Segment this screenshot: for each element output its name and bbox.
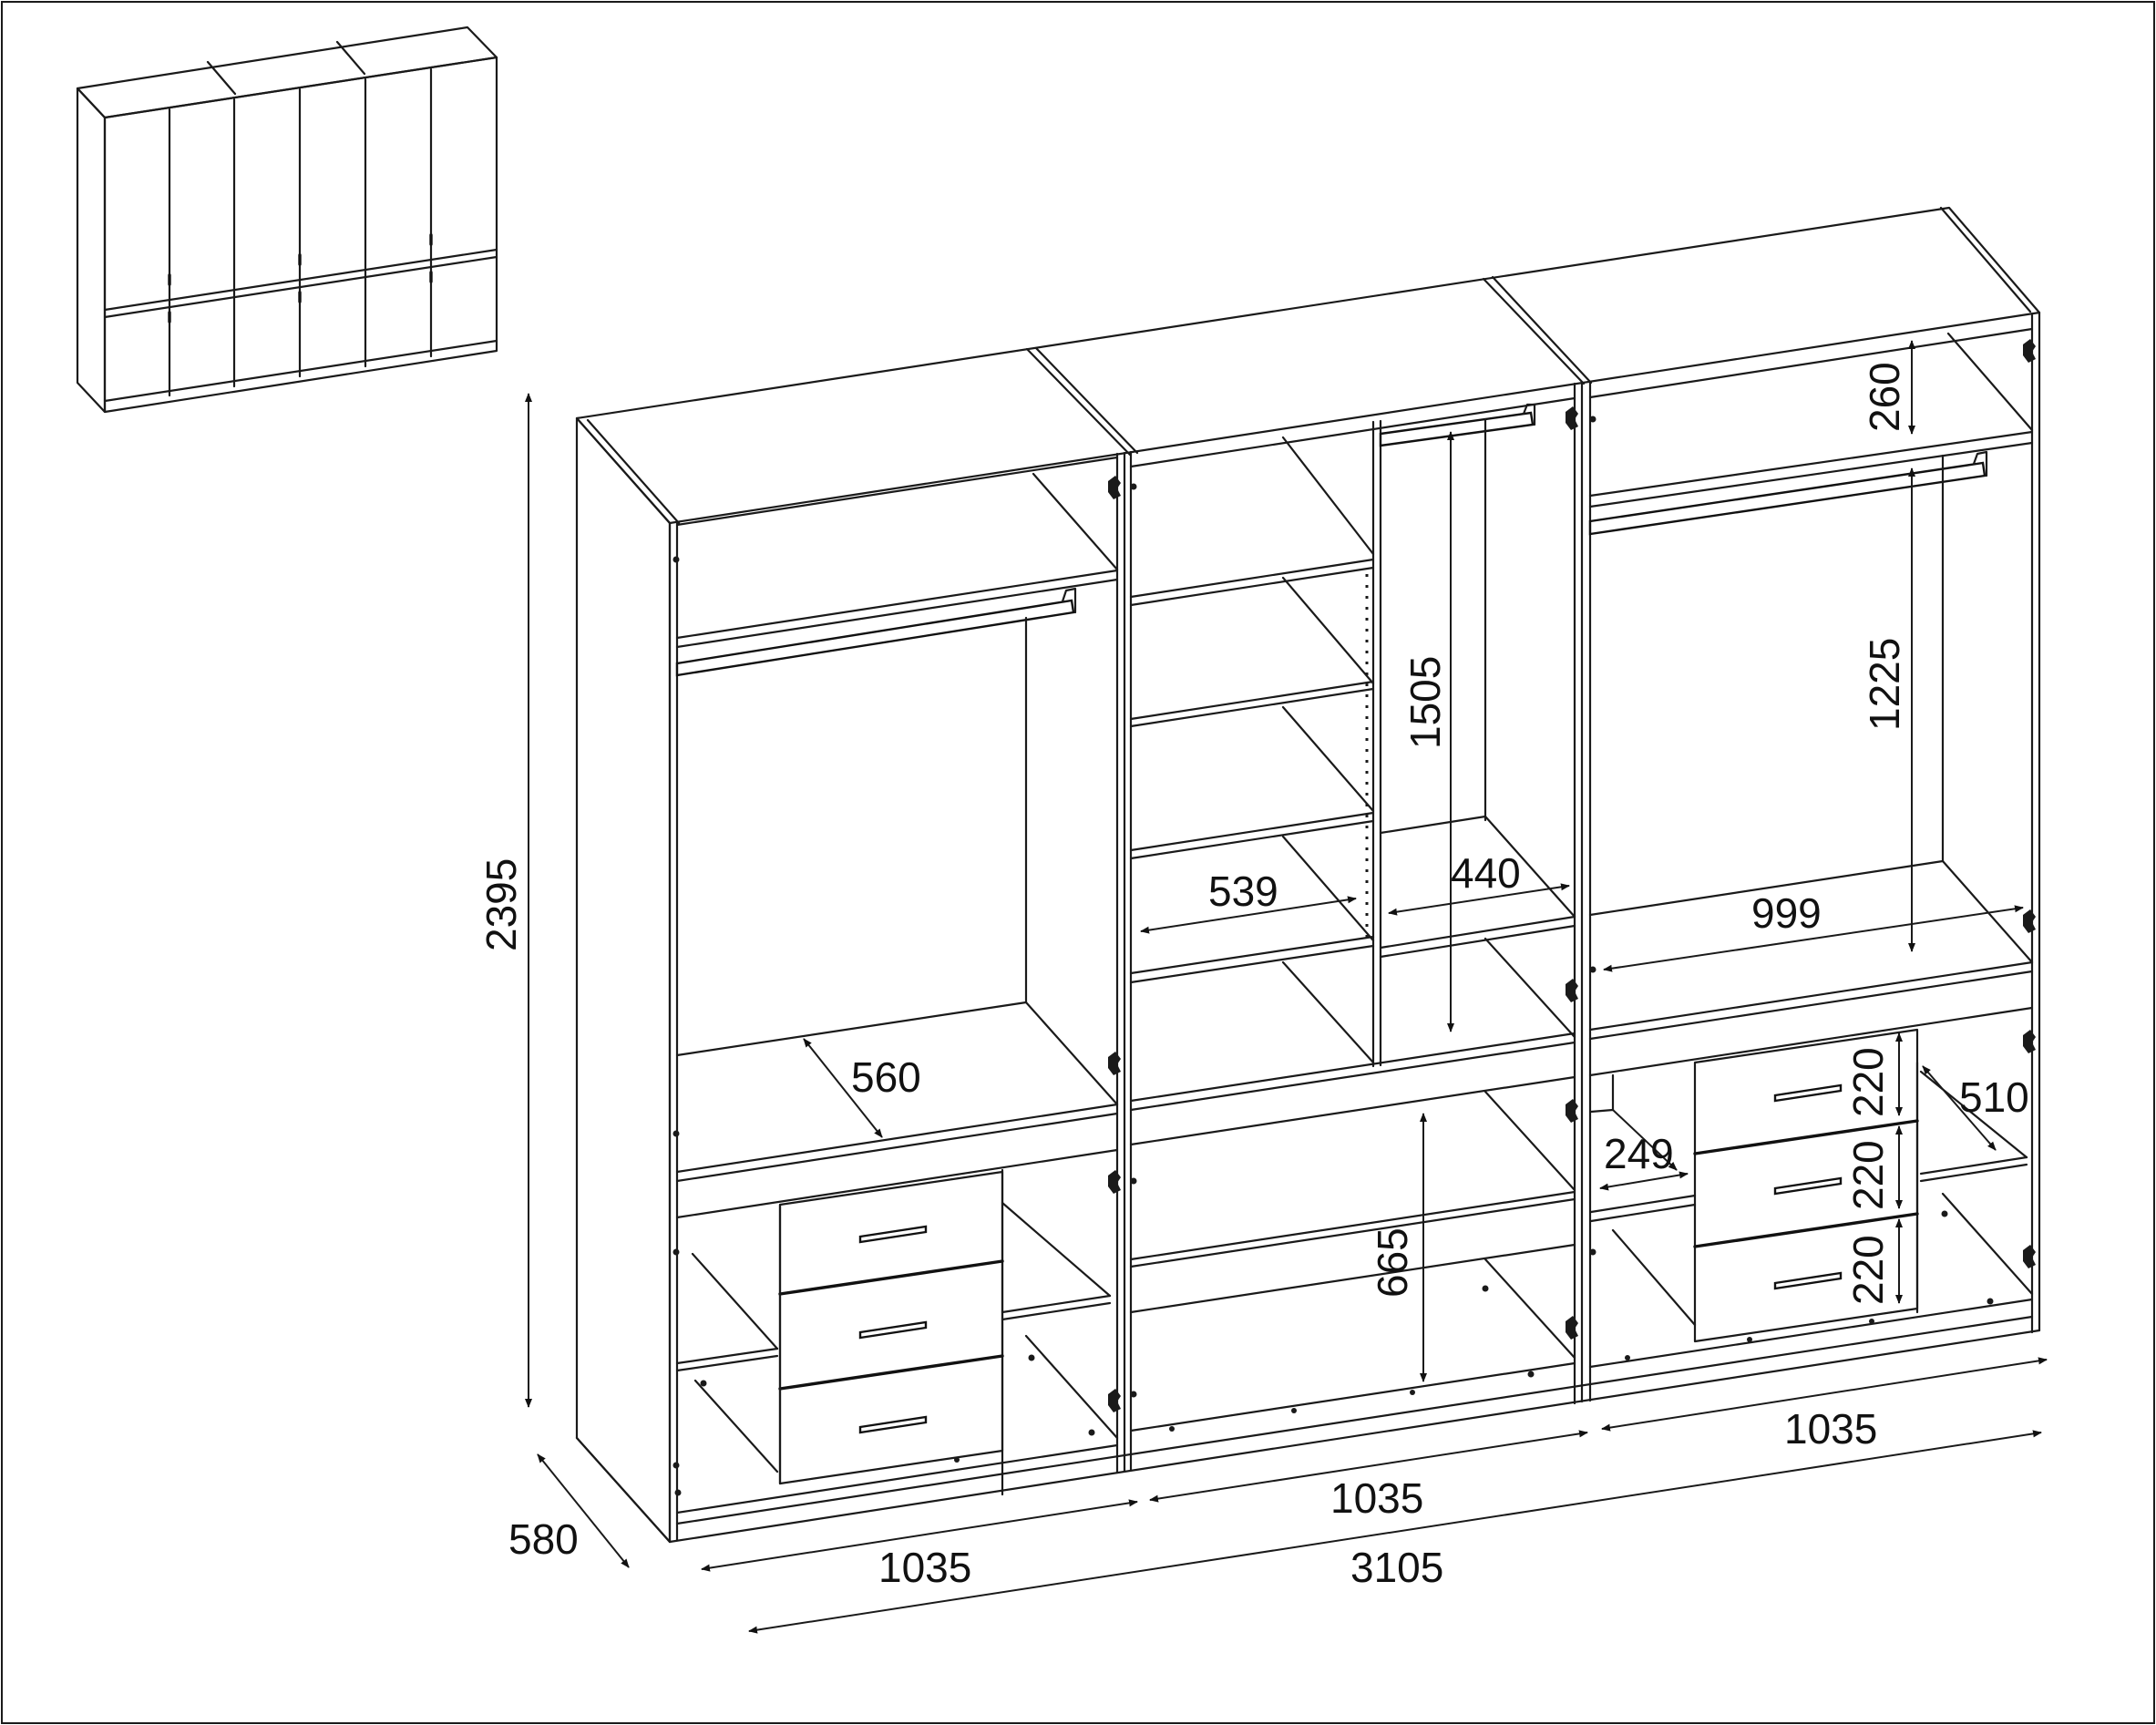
dimension-labels: 2395 580 3105 1035 1035 1035 560 539 440…: [477, 362, 2029, 1591]
dim-right-drawer-3: 220: [1844, 1235, 1892, 1305]
dim-right-side-shelf: 510: [1959, 1073, 2029, 1121]
left-side-panel: [575, 416, 672, 1544]
dim-right-drawer-2: 220: [1844, 1140, 1892, 1210]
dim-width-right: 1035: [1784, 1405, 1877, 1453]
dim-right-small-gap: 249: [1604, 1130, 1674, 1177]
right-drawers: [1693, 1028, 1919, 1343]
dim-mid-hang-width: 440: [1451, 849, 1521, 897]
hinges: [1108, 339, 2036, 1412]
dim-left-depth-inner: 560: [851, 1053, 921, 1101]
dim-mid-shelf-width: 539: [1208, 868, 1278, 915]
dim-right-hang-height: 1225: [1861, 638, 1908, 731]
top-panel: [575, 206, 2041, 525]
dim-right-drawer-1: 220: [1844, 1047, 1892, 1117]
dim-width-total: 3105: [1350, 1544, 1443, 1591]
dim-width-left: 1035: [878, 1544, 971, 1591]
closed-wardrobe-thumbnail: [76, 26, 498, 414]
dim-mid-hang-height: 1505: [1401, 656, 1449, 749]
open-wardrobe: [575, 206, 2041, 1544]
dim-mid-lower-height: 665: [1369, 1227, 1416, 1298]
left-drawers: [778, 1170, 1004, 1485]
dim-height-total: 2395: [477, 858, 525, 951]
dim-right-inner-width: 999: [1751, 889, 1822, 937]
dimension-lines: [525, 340, 2048, 1634]
dim-right-top-gap: 260: [1861, 362, 1908, 432]
dim-width-middle: 1035: [1330, 1474, 1423, 1522]
dim-depth: 580: [508, 1515, 579, 1563]
